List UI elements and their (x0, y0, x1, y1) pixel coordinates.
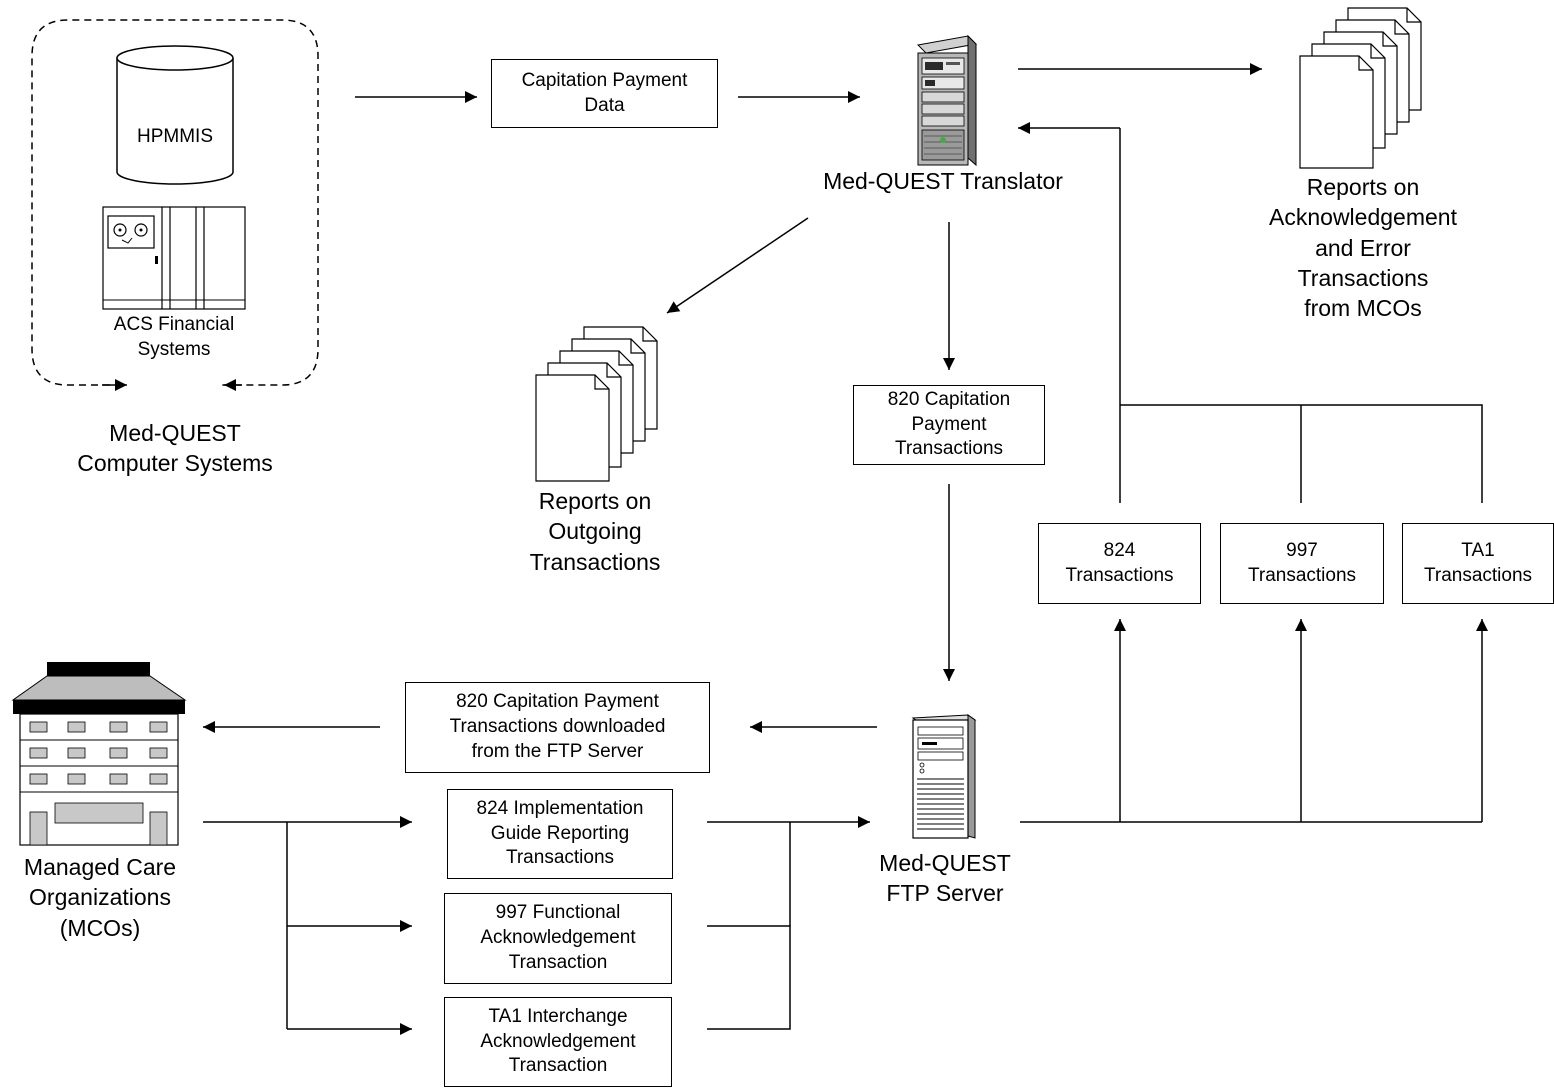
connector-lines (203, 63, 1488, 1035)
ack-reports-label: Reports on Acknowledgement and Error Tra… (1269, 174, 1457, 322)
ftp-server-icon (911, 714, 977, 839)
mainframe-icon (102, 206, 246, 310)
office-building-icon (11, 662, 187, 846)
transactions-824-box: 824 Transactions (1038, 523, 1201, 604)
outbound-997-box: 997 Functional Acknowledgement Transacti… (444, 893, 672, 984)
outgoing-reports-label: Reports on Outgoing Transactions (529, 488, 661, 575)
capitation-data-box: Capitation Payment Data (491, 59, 718, 128)
translator-label: Med-QUEST Translator (823, 168, 1063, 194)
capitation-820-box: 820 Capitation Payment Transactions (853, 385, 1045, 465)
outbound-ta1-box: TA1 Interchange Acknowledgement Transact… (444, 997, 672, 1087)
document-stack-icon (535, 326, 658, 482)
acs-financial-label: ACS Financial Systems (113, 314, 235, 361)
hpmmis-label: HPMMIS (137, 126, 213, 147)
mco-label: Managed Care Organizations (MCOs) (23, 854, 177, 941)
transactions-ta1-box: TA1 Transactions (1402, 523, 1554, 604)
download-820-box: 820 Capitation Payment Transactions down… (405, 682, 710, 773)
computer-systems-label: Med-QUEST Computer Systems (77, 420, 273, 477)
ftp-server-label: Med-QUEST FTP Server (879, 850, 1011, 907)
transactions-997-box: 997 Transactions (1220, 523, 1384, 604)
server-tower-icon (916, 34, 978, 167)
database-icon (116, 45, 234, 185)
outbound-824-box: 824 Implementation Guide Reporting Trans… (447, 789, 673, 879)
document-stack-icon (1299, 7, 1422, 169)
computer-systems-group-boundary (31, 19, 319, 391)
